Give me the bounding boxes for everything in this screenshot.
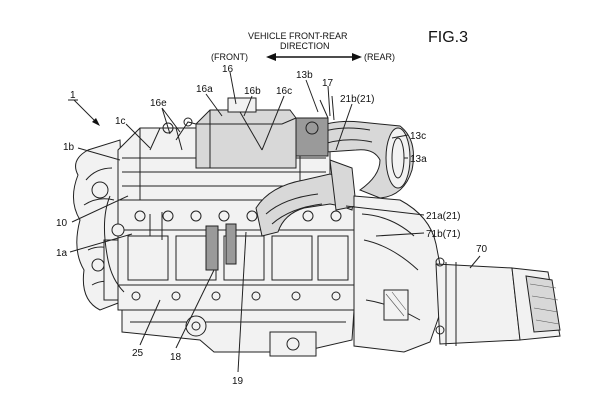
label-1b: 1b	[63, 142, 75, 153]
block-bolts	[131, 210, 342, 301]
label-25: 25	[132, 348, 144, 359]
label-1: 1	[70, 90, 76, 101]
label-18: 18	[170, 352, 182, 363]
reference-labels: 1 1b 1c 16e 16 16a 16b 16c 13b 17 21b(21…	[56, 64, 488, 387]
label-21b: 21b(21)	[340, 94, 374, 105]
label-13b: 13b	[296, 70, 313, 81]
engine-assembly-drawing	[73, 95, 561, 357]
label-16e: 16e	[150, 98, 167, 109]
label-13c: 13c	[410, 131, 426, 142]
turbo-elbow	[295, 95, 335, 157]
figure-title: FIG.3	[428, 29, 468, 46]
direction-rear-label: (REAR)	[364, 52, 395, 62]
rear-housing	[353, 195, 447, 353]
leader-lines	[69, 71, 481, 373]
label-21a: 21a(21)	[426, 211, 460, 222]
intake-module	[195, 97, 297, 169]
direction-front-label: (FRONT)	[211, 52, 248, 62]
label-70: 70	[476, 244, 488, 255]
label-16a: 16a	[196, 84, 213, 95]
label-13a: 13a	[410, 154, 427, 165]
direction-double-arrow	[266, 53, 362, 61]
label-16b: 16b	[244, 86, 261, 97]
exhaust-pipe	[255, 159, 357, 237]
engine-block	[117, 199, 355, 311]
duct-ribs	[529, 283, 560, 325]
label-16: 16	[222, 64, 234, 75]
oil-pan	[121, 309, 355, 357]
label-10: 10	[56, 218, 68, 229]
label-1c: 1c	[115, 116, 126, 127]
label-71b: 71b(71)	[426, 229, 460, 240]
label-19: 19	[232, 376, 244, 387]
direction-title-line2: DIRECTION	[280, 41, 330, 51]
front-pulley	[103, 195, 125, 293]
label-16c: 16c	[276, 86, 292, 97]
cylinder-bores	[127, 235, 349, 281]
label-1a: 1a	[56, 248, 68, 259]
direction-title-line1: VEHICLE FRONT-REAR	[248, 31, 348, 41]
output-duct	[435, 257, 561, 346]
label-17: 17	[322, 78, 334, 89]
